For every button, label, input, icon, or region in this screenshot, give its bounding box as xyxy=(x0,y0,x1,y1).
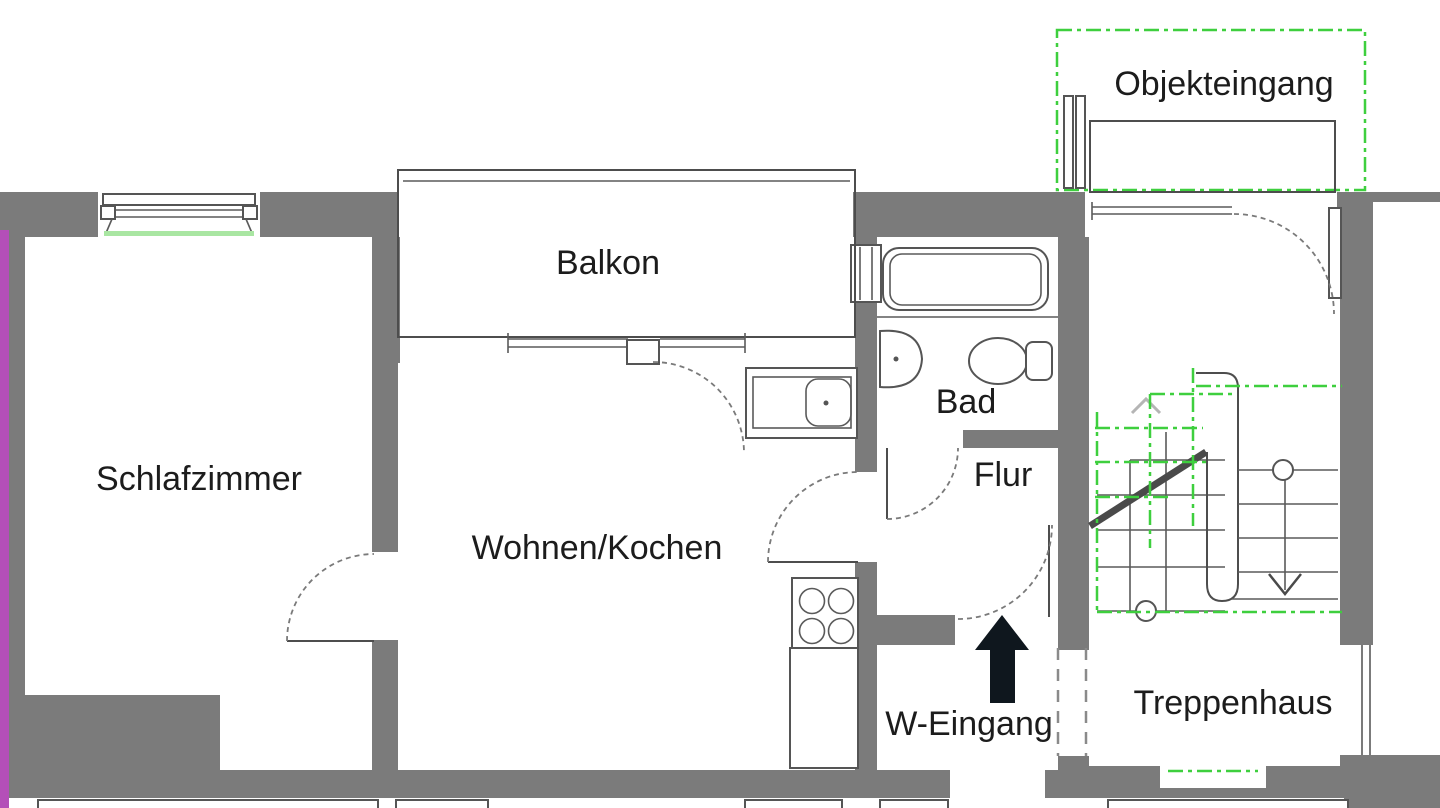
room-labels: Schlafzimmer Balkon Wohnen/Kochen Bad Fl… xyxy=(96,65,1334,743)
entrance-platform xyxy=(1089,120,1336,193)
entry-door-jamb xyxy=(1328,207,1342,299)
kitchen-fixtures xyxy=(745,367,859,769)
objekteingang-route-box xyxy=(1055,28,1367,192)
toilet-bowl xyxy=(968,337,1028,385)
lower-floor-rooms xyxy=(25,798,1440,808)
entrance-door-leaf xyxy=(1063,95,1074,189)
stair-up-chevron xyxy=(1130,396,1162,415)
bathroom-fixtures xyxy=(877,247,1058,389)
balcony-door-swing xyxy=(652,361,745,454)
schlafzimmer-window xyxy=(98,192,260,237)
label-objekteingang: Objekteingang xyxy=(1114,65,1333,103)
bad-door-swing xyxy=(886,447,959,520)
stair-handrail xyxy=(1196,372,1239,603)
bathroom-sink xyxy=(879,329,924,389)
entry-door-swing xyxy=(1233,213,1335,315)
wohnen-door-swing xyxy=(767,471,859,563)
schlafzimmer-door-swing xyxy=(286,553,375,642)
stair-break-line xyxy=(1088,449,1208,529)
w-eingang-opening xyxy=(950,752,1045,798)
label-schlafzimmer: Schlafzimmer xyxy=(96,460,302,498)
objekteingang-area xyxy=(1055,28,1367,193)
route-green-lines xyxy=(1095,368,1342,614)
doors xyxy=(286,202,1342,756)
label-bad: Bad xyxy=(936,383,997,421)
treppenhaus-recess xyxy=(1160,766,1266,788)
label-w-eingang: W-Eingang xyxy=(885,705,1053,743)
window-sill-green xyxy=(104,231,254,236)
balcony-outline xyxy=(397,169,856,454)
label-flur: Flur xyxy=(974,456,1033,494)
kitchen-sink-basin xyxy=(805,378,852,427)
label-balkon: Balkon xyxy=(556,244,660,282)
label-wohnen-kochen: Wohnen/Kochen xyxy=(472,529,723,567)
kitchen-counter xyxy=(789,647,859,769)
toilet-tank xyxy=(1025,341,1053,381)
balcony-door-leaf xyxy=(626,339,660,365)
burner xyxy=(798,587,826,615)
stair-down-arrow xyxy=(1268,573,1302,597)
stairwell-window xyxy=(1340,645,1373,755)
label-treppenhaus: Treppenhaus xyxy=(1133,684,1332,722)
bathtub xyxy=(882,247,1049,311)
boundary-magenta-line xyxy=(0,230,9,808)
apartment-door-swing xyxy=(957,524,1053,620)
newel-post xyxy=(1272,459,1294,481)
entrance-arrow-icon xyxy=(975,615,1029,703)
